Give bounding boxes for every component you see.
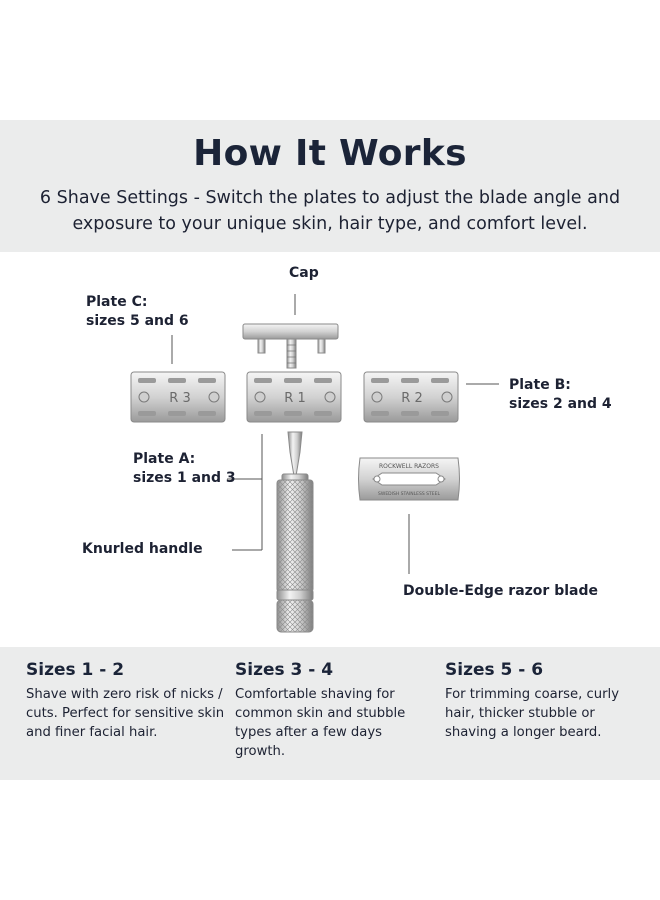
plate-a-part: R 1 [246,371,342,423]
blade-label: Double-Edge razor blade [403,583,598,599]
plate-a-label: Plate A: [133,451,196,467]
plate-c-label: Plate C: [86,294,148,310]
handle-part [276,431,314,633]
plate-a-mark: R 1 [284,391,305,406]
sizes-1-2-desc: Shave with zero risk of nicks / cuts. Pe… [26,687,225,740]
razor-diagram: R 3 R 1 R 2 [0,252,660,647]
sizes-1-2-column: Sizes 1 - 2 Shave with zero risk of nick… [26,660,226,742]
blade-brand-text: ROCKWELL RAZORS [379,463,439,470]
sizes-band [0,647,660,780]
sizes-5-6-desc: For trimming coarse, curly hair, thicker… [445,687,620,740]
plate-c-mark: R 3 [169,391,190,406]
blade-part: ROCKWELL RAZORS SWEDISH STAINLESS STEEL [358,457,460,501]
page-subtitle: 6 Shave Settings - Switch the plates to … [39,188,621,234]
cap-part [242,323,339,369]
razor-illustration: R 3 R 1 R 2 [130,294,499,633]
sizes-1-2-title: Sizes 1 - 2 [26,660,125,680]
plate-a-sizes-label: sizes 1 and 3 [133,470,236,486]
sizes-5-6-title: Sizes 5 - 6 [445,660,544,680]
plate-b-mark: R 2 [401,391,422,406]
sizes-3-4-title: Sizes 3 - 4 [235,660,334,680]
blade-steel-text: SWEDISH STAINLESS STEEL [378,491,440,497]
sizes-5-6-column: Sizes 5 - 6 For trimming coarse, curly h… [445,660,645,742]
plate-b-part: R 2 [363,371,459,423]
plate-b-label: Plate B: [509,377,571,393]
plate-c-part: R 3 [130,371,226,423]
callout-lines [171,294,499,574]
sizes-3-4-desc: Comfortable shaving for common skin and … [235,687,406,759]
plate-b-sizes-label: sizes 2 and 4 [509,396,612,412]
plate-c-sizes-label: sizes 5 and 6 [86,313,189,329]
sizes-3-4-column: Sizes 3 - 4 Comfortable shaving for comm… [235,660,435,761]
handle-label: Knurled handle [82,541,203,557]
header-band [0,120,660,252]
cap-label: Cap [289,265,319,281]
page-title: How It Works [193,133,467,174]
